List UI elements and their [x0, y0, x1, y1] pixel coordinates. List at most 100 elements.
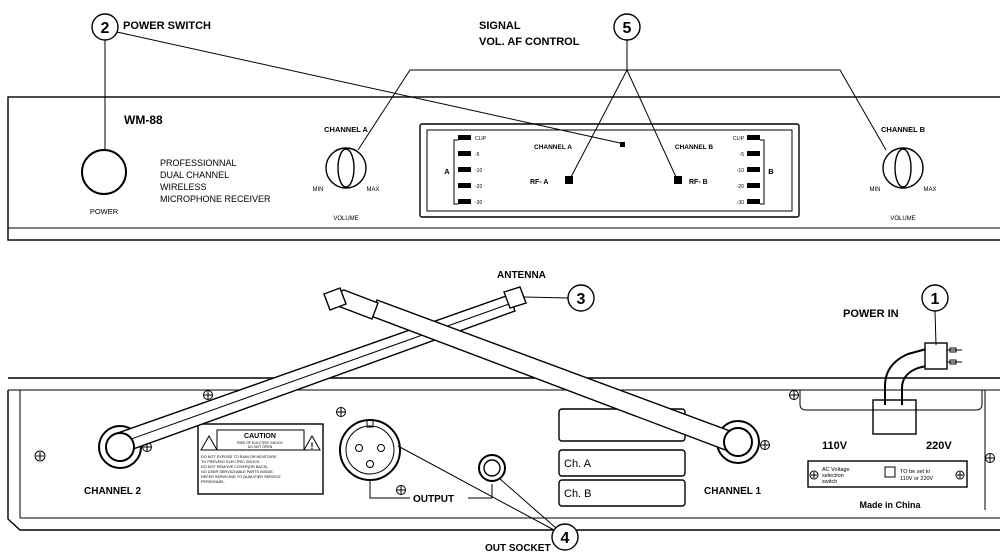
- 220v-label: 220V: [926, 440, 952, 452]
- power-in-label: POWER IN: [843, 308, 899, 320]
- signal-indicator: [620, 142, 625, 147]
- power-button[interactable]: [81, 149, 127, 195]
- leader-volume-bracket: [357, 69, 887, 151]
- caution-text-4: NO USER SERVICEABLE PARTS INSIDE.: [201, 470, 274, 474]
- svg-text:4: 4: [561, 530, 570, 547]
- caution-text-1: DO NOT EXPOSE TO RAIN OR MOISTURE: [201, 455, 277, 459]
- callout-5: 5: [613, 13, 641, 41]
- out-socket-jack[interactable]: [478, 454, 506, 482]
- svg-text:2: 2: [101, 20, 110, 37]
- 110v-label: 110V: [822, 440, 848, 452]
- model-label: WM-88: [124, 113, 163, 127]
- leader-jack: [499, 478, 557, 529]
- output-label: OUTPUT: [413, 494, 454, 505]
- meter-b-led-5: [747, 151, 760, 156]
- display-channel-b-label: CHANNEL B: [675, 144, 713, 151]
- power-cord-strain-relief: [872, 399, 917, 435]
- caution-label: ! CAUTION RISK OF ELECTRIC SHOCK DO NOT …: [197, 423, 324, 495]
- meter-a-led-5: [458, 151, 471, 156]
- svg-text:1: 1: [931, 291, 940, 308]
- power-cord: [872, 342, 962, 435]
- knob-a-max-label: MAX: [366, 187, 379, 193]
- rear-panel-outline: [7, 390, 1000, 531]
- meter-a-led-10: [458, 167, 471, 172]
- description-line-1: PROFESSIONNAL: [160, 158, 237, 168]
- to-be-set-text-1: TO be set to: [900, 469, 930, 475]
- meter-a-10-label: -10: [475, 168, 482, 174]
- screw-icon: [34, 450, 46, 462]
- caution-text-2: TO PREVENT ELECTRIC SHOCK.: [201, 460, 261, 464]
- callout-2: 2: [91, 13, 119, 41]
- leader-xlr: [397, 445, 555, 531]
- front-panel: WM-88 POWER PROFESSIONNAL DUAL CHANNEL W…: [7, 96, 1000, 241]
- output-bracket-right: [468, 484, 493, 499]
- display-channel-a-label: CHANNEL A: [534, 144, 572, 151]
- display-window: [419, 123, 800, 218]
- front-panel-body: [7, 96, 1000, 241]
- screw-icon: [203, 390, 213, 400]
- meter-a-led-clip: [458, 135, 471, 140]
- leader-antenna: [523, 296, 569, 299]
- power-switch-label: POWER SWITCH: [123, 20, 211, 32]
- exclamation-mark: !: [311, 441, 314, 451]
- description-line-3: WIRELESS: [160, 182, 207, 192]
- ac-voltage-text-2: selection: [822, 473, 844, 479]
- meter-b-letter: B: [768, 167, 774, 176]
- ch-a-label-plate: [558, 449, 686, 477]
- antenna-socket-channel-2-inner: [105, 432, 135, 462]
- knob-b-volume-label: VOLUME: [890, 216, 915, 222]
- screw-icon: [809, 470, 819, 480]
- ch-b-label-plate: [558, 479, 686, 507]
- antenna-channel-2: [113, 286, 527, 453]
- leader-signal: [116, 31, 621, 144]
- screw-icon: [789, 390, 799, 400]
- rf-b-led: [674, 176, 682, 184]
- callout-1: 1: [921, 284, 949, 312]
- channel-2-label: CHANNEL 2: [84, 486, 141, 497]
- meter-b-clip-label: CLIP: [733, 136, 745, 142]
- rf-b-label: RF- B: [689, 179, 708, 186]
- power-label: POWER: [90, 207, 119, 216]
- rf-a-label: RF- A: [530, 179, 548, 186]
- ch-a-label: Ch. A: [564, 458, 592, 470]
- leader-rf-b: [626, 69, 677, 178]
- voltage-selector-switch[interactable]: [884, 466, 896, 478]
- callout-3: 3: [567, 284, 595, 312]
- meter-a-led-30: [458, 199, 471, 204]
- description-line-2: DUAL CHANNEL: [160, 170, 229, 180]
- channel-1-label: CHANNEL 1: [704, 486, 761, 497]
- caution-subtitle-1: RISK OF ELECTRIC SHOCK: [237, 441, 283, 445]
- meter-b-led-clip: [747, 135, 760, 140]
- ac-voltage-text-3: switch: [822, 479, 837, 485]
- ch-b-label: Ch. B: [564, 488, 592, 500]
- output-bracket-left: [369, 480, 410, 499]
- volume-knob-a[interactable]: [325, 147, 367, 189]
- meter-b-5-label: -5: [740, 152, 745, 158]
- meter-b-30-label: -30: [737, 200, 744, 206]
- xlr-output-connector[interactable]: [339, 419, 401, 481]
- rf-a-led: [565, 176, 573, 184]
- screw-icon: [396, 485, 406, 495]
- knob-a-min-label: MIN: [313, 187, 324, 193]
- exclamation-warning-icon: [303, 434, 321, 451]
- caution-text-6: PERSONNEL.: [201, 480, 225, 484]
- description-line-4: MICROPHONE RECEIVER: [160, 194, 271, 204]
- meter-b: CLIP -5 -10 -20 -30 B: [733, 135, 774, 206]
- signal-label: SIGNAL: [479, 20, 521, 32]
- shock-warning-icon: [200, 434, 218, 451]
- meter-a-led-20: [458, 183, 471, 188]
- antenna-socket-channel-1-inner: [723, 427, 753, 457]
- antenna-channel-1: [323, 287, 739, 455]
- antenna-label: ANTENNA: [497, 270, 546, 281]
- meter-a-30-label: -30: [475, 200, 482, 206]
- svg-text:3: 3: [577, 291, 586, 308]
- channel-b-label: CHANNEL B: [881, 125, 926, 134]
- caution-text-5: REFER SERVICING TO QUALIFIED SERVICE: [201, 475, 281, 479]
- volume-knob-b[interactable]: [882, 147, 924, 189]
- meter-a-5-label: -5: [475, 152, 480, 158]
- rear-panel: [7, 377, 1000, 531]
- meter-b-20-label: -20: [737, 184, 744, 190]
- vol-af-control-label: VOL. AF CONTROL: [479, 36, 580, 48]
- power-plug: [924, 342, 948, 370]
